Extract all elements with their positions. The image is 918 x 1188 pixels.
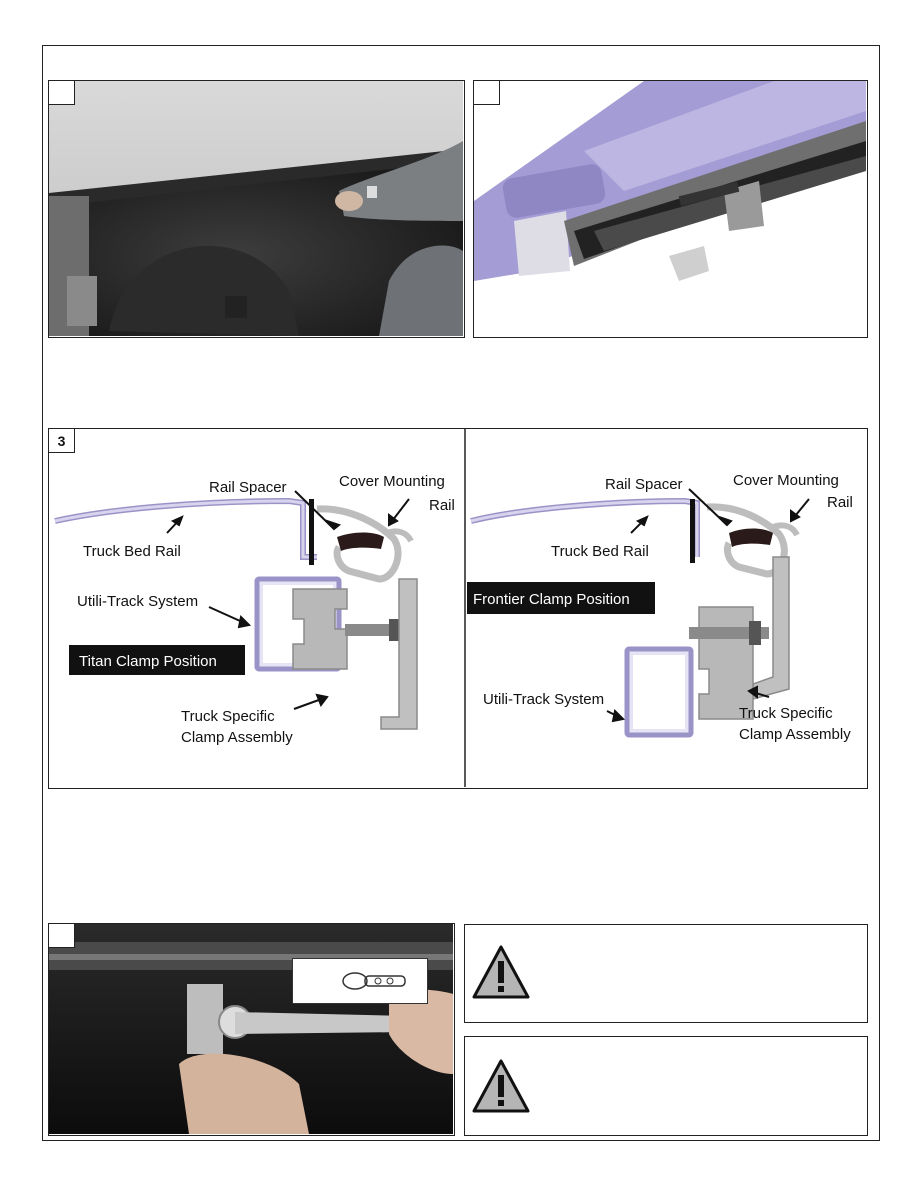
tool-callout [292,958,428,1004]
step2-image [473,80,868,338]
truck-bed-photo [49,81,463,336]
warning-box-1 [464,924,868,1023]
frontier-label-bg [467,582,655,614]
frontier-clamp-drawing: Rail Spacer Cover Mounting Rail Truck Be… [467,472,853,743]
clamp-diagram: Rail Spacer Cover Mounting Rail Truck Be… [49,429,866,787]
cover-mounting-label-right: Cover Mounting [733,472,839,489]
warning-triangle-icon [472,1059,530,1113]
truck-bed-rail-label: Truck Bed Rail [83,543,181,560]
truck-bed-rail-label-right: Truck Bed Rail [551,543,649,560]
frontier-clamp-position-label: Frontier Clamp Position [473,591,630,608]
step1-number [49,81,75,105]
titan-label-bg [69,645,245,675]
cover-mounting-label: Cover Mounting [339,473,445,490]
warning-triangle-icon [472,945,530,999]
titan-clamp-position-label: Titan Clamp Position [79,653,217,670]
step1-photo [48,80,465,338]
truck-specific-label-right: Truck Specific [739,705,833,722]
step4-photo [48,923,455,1136]
step4-number [49,924,75,948]
clamp-assembly-label: Clamp Assembly [181,729,293,746]
step3-diagram: Rail Spacer Cover Mounting Rail Truck Be… [48,428,868,789]
rail-spacer-label: Rail Spacer [209,479,287,496]
cover-mounting-rail-label-right: Rail [827,494,853,511]
page-frame [42,45,880,1141]
rail-render [474,81,866,336]
warning-box-2 [464,1036,868,1136]
cover-mounting-rail-label: Rail [429,497,455,514]
step2-number [474,81,500,105]
clamp-assembly-label-right: Clamp Assembly [739,726,851,743]
rail-spacer-label-right: Rail Spacer [605,476,683,493]
titan-clamp-drawing: Rail Spacer Cover Mounting Rail Truck Be… [54,473,455,746]
wrench-photo [49,924,453,1134]
truck-specific-label: Truck Specific [181,708,275,725]
step3-number: 3 [49,429,75,453]
utili-track-label: Utili-Track System [77,593,198,610]
wrench-icon [342,972,406,990]
utili-track-label-right: Utili-Track System [483,691,604,708]
